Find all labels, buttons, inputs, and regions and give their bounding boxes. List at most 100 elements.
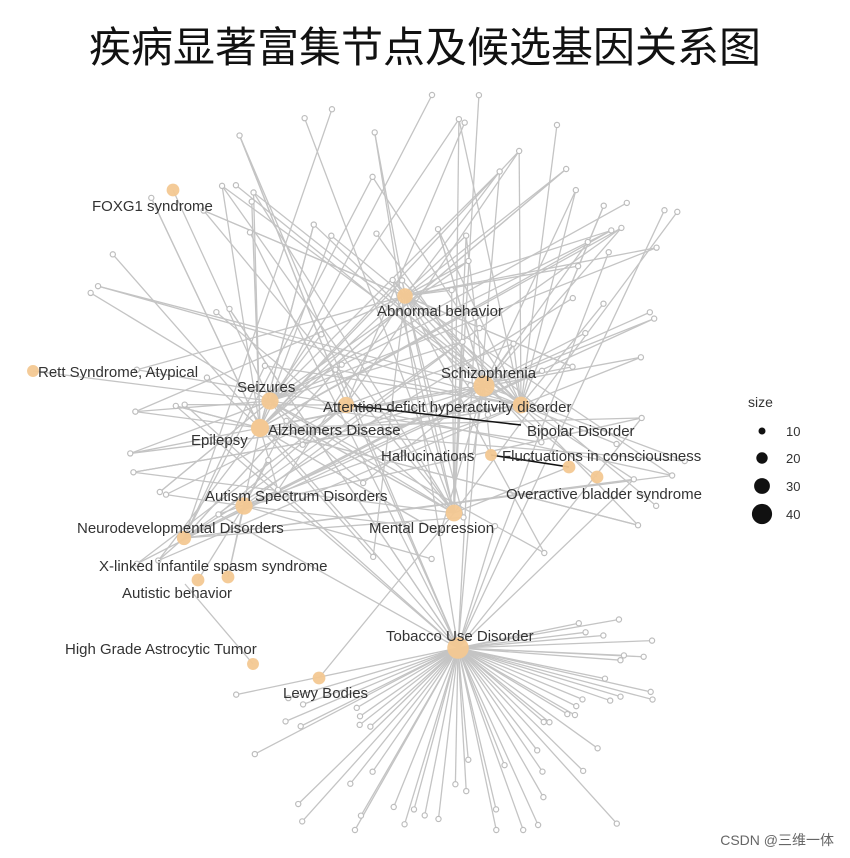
gene-edge (269, 247, 657, 402)
gene-edge (404, 171, 501, 297)
gene-edge (483, 189, 577, 387)
gene-node (630, 476, 638, 483)
disease-label-fluct: Fluctuations in consciousness (502, 448, 701, 465)
gene-edge (133, 471, 455, 514)
gene-edge (457, 618, 620, 649)
gene-edge (269, 260, 469, 402)
gene-edge (520, 404, 635, 480)
gene-edge (218, 513, 459, 649)
gene-edge (269, 229, 612, 402)
gene-node (484, 411, 492, 418)
gene-edge (334, 369, 459, 649)
gene-node (133, 560, 141, 567)
gene-node (618, 224, 625, 232)
gene-edge (184, 404, 459, 649)
gene-edge (259, 427, 441, 534)
gene-edge (457, 647, 611, 702)
gene-node (608, 227, 615, 234)
gene-node (623, 199, 631, 207)
gene-node (540, 718, 547, 726)
gene-node (647, 688, 654, 696)
watermark: CSDN @三维一体 (720, 832, 834, 848)
gene-edge (457, 631, 586, 649)
gene-node (613, 440, 620, 448)
gene-edge (437, 647, 459, 820)
gene-node (600, 632, 607, 639)
disease-node-fluct (562, 460, 576, 474)
legend-size-marker (754, 478, 770, 494)
gene-node (661, 207, 668, 214)
gene-edge (403, 647, 459, 825)
gene-node (538, 367, 546, 375)
gene-node (459, 338, 466, 345)
gene-node (357, 812, 365, 819)
disease-label-epilepsy: Epilepsy (191, 432, 248, 449)
gene-node (328, 232, 335, 239)
gene-node (371, 129, 378, 136)
gene-node-layer (87, 91, 688, 834)
gene-node (367, 723, 374, 730)
gene-edge (130, 404, 522, 455)
gene-edge (457, 209, 666, 649)
gene-edge (345, 343, 514, 406)
gene-edge (130, 427, 261, 455)
gene-edge (243, 317, 655, 507)
gene-node (475, 91, 483, 99)
gene-edge (457, 647, 577, 707)
gene-edge (253, 191, 522, 406)
gene-node (404, 521, 411, 529)
gene-node (283, 417, 290, 425)
gene-edge (157, 427, 261, 561)
gene-edge (183, 109, 333, 539)
gene-node (347, 780, 354, 787)
gene-node (540, 793, 547, 801)
gene-edge (457, 647, 621, 661)
gene-edge (183, 365, 266, 539)
gene-edge (259, 94, 433, 429)
gene-edge (175, 405, 459, 649)
gene-edge (286, 420, 455, 514)
gene-edge (183, 297, 574, 539)
gene-edge (135, 295, 406, 413)
gene-node (462, 232, 470, 239)
gene-edge (297, 647, 459, 805)
gene-edge (304, 117, 455, 514)
gene-node (492, 806, 500, 813)
gene-edge (285, 647, 459, 722)
gene-node (236, 132, 243, 139)
gene-edge (457, 417, 643, 649)
gene-edge (457, 525, 496, 649)
disease-label-astro: High Grade Astrocytic Tumor (65, 641, 257, 658)
gene-edge (269, 333, 322, 402)
disease-node-asd (235, 497, 253, 515)
disease-node-xlinked (221, 570, 235, 584)
gene-node (605, 248, 612, 256)
gene-node (553, 121, 561, 129)
gene-edge (130, 400, 271, 455)
gene-node (476, 324, 483, 332)
gene-edge (457, 647, 653, 701)
gene-edge (259, 229, 612, 429)
gene-node (617, 657, 624, 664)
disease-label-mental: Mental Depression (369, 520, 494, 537)
gene-edge (457, 647, 544, 798)
strong-edge (345, 404, 522, 426)
disease-node-lewy (312, 671, 326, 685)
gene-node (681, 457, 688, 465)
gene-edge (236, 647, 459, 696)
gene-edge (457, 647, 545, 723)
gene-node (501, 761, 508, 769)
gene-node (232, 182, 240, 189)
disease-label-seizures: Seizures (237, 379, 295, 396)
gene-node (579, 696, 586, 703)
disease-label-tobacco: Tobacco Use Disorder (386, 628, 534, 645)
gene-node (218, 182, 226, 190)
gene-edge (360, 647, 459, 816)
gene-node (172, 402, 180, 410)
gene-node (155, 557, 162, 564)
gene-node (546, 719, 553, 726)
gene-edge (269, 400, 545, 554)
disease-node-rett (27, 365, 39, 377)
gene-edge (413, 647, 459, 810)
disease-node-neurodev (176, 530, 192, 546)
